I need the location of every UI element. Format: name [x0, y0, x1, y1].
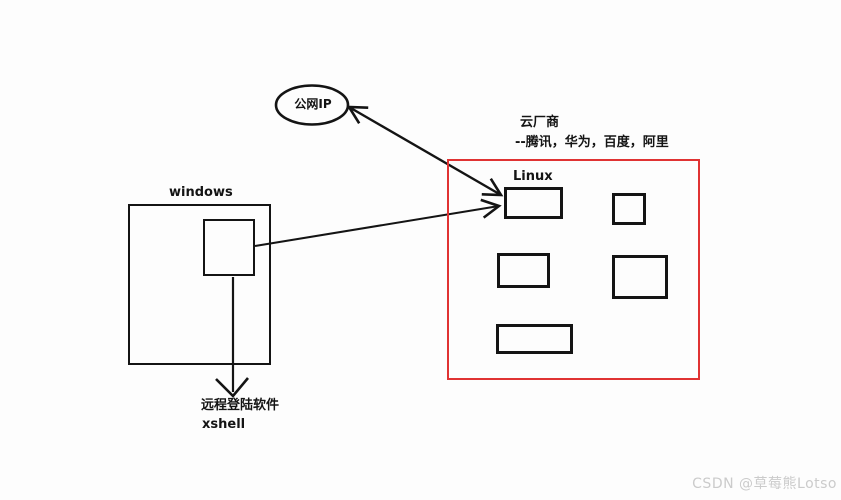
server-box-2: [612, 193, 646, 225]
linux-label: Linux: [513, 169, 553, 184]
windows-label: windows: [169, 185, 233, 200]
server-box-5: [496, 324, 573, 354]
server-box-4: [612, 255, 668, 299]
cloud-vendor-box: [447, 159, 700, 380]
windows-box: [128, 204, 271, 365]
server-box-3: [497, 253, 550, 288]
public-ip-label: 公网IP: [294, 97, 332, 111]
watermark: CSDN @草莓熊Lotso: [692, 476, 837, 492]
xshell-label: xshell: [202, 417, 246, 432]
remote-software-label: 远程登陆软件: [201, 398, 280, 413]
down-arrowhead-icon: [215, 377, 249, 398]
cloud-vendor-list: --腾讯，华为，百度，阿里: [515, 135, 669, 150]
cloud-vendor-title: 云厂商: [520, 115, 560, 130]
windows-client-box: [203, 219, 255, 276]
linux-server-box: [504, 187, 563, 219]
